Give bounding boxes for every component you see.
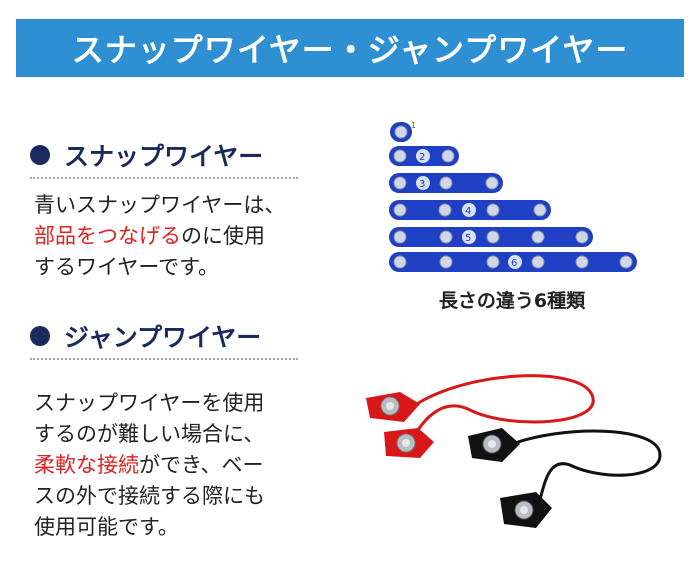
snap-wire-4: 4: [389, 200, 551, 220]
jump-description: スナップワイヤーを使用 するのが難しい場合に、 柔軟な接続ができ、ベー スの外で…: [34, 388, 265, 543]
snap-image-caption: 長さの違う6種類: [438, 290, 586, 312]
section-divider: [30, 358, 298, 360]
jump-highlight: 柔軟な接続: [34, 453, 139, 477]
snap-section-title: スナップワイヤー: [64, 142, 264, 171]
title-banner: スナップワイヤー・ジャンプワイヤー: [16, 19, 684, 77]
snap-desc-line-1: 青いスナップワイヤーは、: [34, 193, 286, 217]
black-connector-bottom: [500, 492, 552, 528]
bullet-icon: [30, 145, 50, 165]
jump-section-heading: ジャンプワイヤー: [30, 318, 261, 354]
bullet-icon: [30, 326, 50, 346]
jump-desc-line-3: 柔軟な接続ができ、ベー: [34, 450, 265, 481]
red-connector-top: [366, 392, 420, 422]
snap-description: 青いスナップワイヤーは、 部品をつなげるのに使用 するワイヤーです。: [34, 190, 285, 283]
banner-title: スナップワイヤー・ジャンプワイヤー: [71, 31, 629, 69]
red-wire-cable: [407, 374, 595, 441]
jump-desc-line-3-rest: ができ、ベー: [139, 453, 264, 477]
wire-number-3: 3: [419, 179, 425, 190]
snap-wire-6: 6: [389, 252, 637, 272]
snap-highlight: 部品をつなげる: [34, 224, 181, 248]
jump-desc-line-4: スの外で接続する際にも: [34, 484, 265, 508]
wire-number-6: 6: [511, 258, 517, 269]
snap-wires-image: 1 2 3 4 5: [389, 121, 637, 272]
wire-number-1: 1: [411, 121, 416, 130]
black-wire-cable: [509, 429, 662, 501]
snap-wire-1: 1: [390, 121, 416, 142]
snap-wire-3: 3: [389, 173, 503, 193]
snap-desc-line-3: するワイヤーです。: [34, 255, 220, 279]
snap-wire-5: 5: [389, 227, 593, 247]
snap-desc-line-2: 部品をつなげるのに使用: [34, 221, 285, 252]
jump-section-title: ジャンプワイヤー: [64, 323, 262, 352]
jump-desc-line-1: スナップワイヤーを使用: [34, 391, 265, 415]
wire-number-4: 4: [465, 206, 471, 217]
jump-desc-line-5: 使用可能です。: [34, 515, 179, 539]
snap-section-heading: スナップワイヤー: [30, 137, 263, 173]
wire-number-5: 5: [465, 233, 471, 244]
jump-wires-image: [366, 374, 662, 528]
jump-desc-line-2: するのが難しい場合に、: [34, 422, 265, 446]
wire-number-2: 2: [419, 152, 425, 163]
snap-desc-line-2-rest: のに使用: [181, 224, 265, 248]
red-connector-bottom: [384, 428, 434, 458]
snap-wire-2: 2: [389, 146, 459, 166]
black-connector-top: [468, 428, 520, 462]
section-divider: [30, 177, 298, 179]
